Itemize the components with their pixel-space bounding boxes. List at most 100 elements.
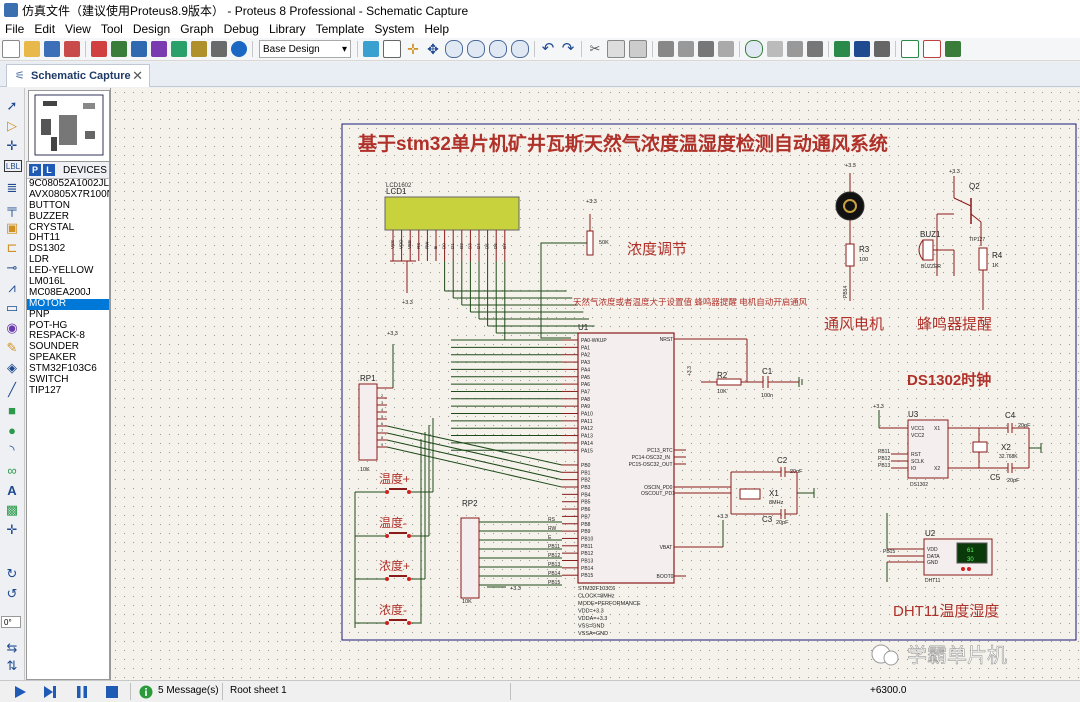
bus-icon[interactable]: ╤ [7, 200, 17, 216]
origin-icon[interactable]: ✛ [407, 41, 419, 57]
marker-icon[interactable]: ✛ [6, 522, 18, 537]
menu-design[interactable]: Design [132, 22, 171, 36]
menu-debug[interactable]: Debug [223, 22, 259, 36]
schematic-canvas[interactable]: 基于stm32单片机矿井瓦斯天然气浓度温湿度检测自动通风系统 LCD1602 L… [110, 88, 1080, 680]
device-list-item[interactable]: SOUNDER [29, 342, 80, 353]
device-list-item[interactable]: CRYSTAL [29, 222, 75, 233]
zoom-out-icon[interactable] [467, 40, 485, 58]
mirror-y-icon[interactable]: ⇅ [6, 658, 18, 673]
device-list-item[interactable]: MOTOR [27, 298, 109, 310]
property-assignment-icon[interactable] [874, 41, 890, 57]
block-delete-icon[interactable] [718, 41, 734, 57]
wire-autorouter-icon[interactable] [834, 41, 850, 57]
import-icon[interactable] [64, 41, 80, 57]
play-icon[interactable] [13, 685, 27, 699]
menu-template[interactable]: Template [315, 22, 365, 36]
block-copy-icon[interactable] [658, 41, 674, 57]
selection-mode-icon[interactable]: ➚ [6, 98, 18, 113]
junction-dot-icon[interactable]: ✛ [6, 138, 18, 153]
arc-icon[interactable]: ◝ [9, 442, 15, 457]
device-list-item[interactable]: RESPACK-8 [29, 331, 85, 342]
block-rotate-icon[interactable] [698, 41, 714, 57]
rotate-cw-icon[interactable]: ↻ [6, 566, 18, 581]
box-icon[interactable]: ■ [8, 402, 16, 418]
pick-library-button[interactable]: P [29, 164, 41, 176]
rotate-ccw-icon[interactable]: ↺ [6, 586, 18, 601]
zoom-in-icon[interactable] [445, 40, 463, 58]
virtual-instrument-icon[interactable]: ◈ [7, 360, 17, 375]
cut-icon[interactable]: ✂ [589, 41, 601, 56]
zoom-area-icon[interactable] [511, 40, 529, 58]
menu-file[interactable]: File [5, 22, 25, 36]
home-icon[interactable] [91, 41, 107, 57]
device-list-item[interactable]: BUZZER [29, 211, 69, 222]
gerber-icon[interactable] [151, 41, 167, 57]
zoom-all-icon[interactable] [489, 40, 507, 58]
rotation-angle-field[interactable]: 0° [1, 616, 21, 628]
block-move-icon[interactable] [678, 41, 694, 57]
close-icon[interactable]: ✕ [132, 68, 143, 83]
symbol-icon[interactable]: ▩ [5, 502, 19, 517]
netlist-icon[interactable] [945, 41, 961, 57]
wire-label-icon[interactable]: LBL [4, 160, 22, 172]
device-list-item[interactable]: LED-YELLOW [29, 266, 94, 277]
device-list-item[interactable]: DS1302 [29, 244, 66, 255]
schematic-icon[interactable] [111, 41, 127, 57]
library-manager-button[interactable]: L [43, 164, 55, 176]
voltage-probe-icon[interactable]: ✎ [6, 340, 18, 355]
device-list-item[interactable]: STM32F103C6 [29, 364, 97, 375]
copy-icon[interactable] [607, 40, 625, 58]
3d-view-icon[interactable] [171, 41, 187, 57]
device-list-item[interactable]: LDR [29, 255, 50, 266]
make-device-icon[interactable] [767, 41, 783, 57]
path-icon[interactable]: ∞ [7, 462, 17, 478]
step-icon[interactable] [43, 685, 57, 699]
packaging-tool-icon[interactable] [787, 41, 803, 57]
menu-help[interactable]: Help [424, 22, 450, 36]
message-count[interactable]: 5 Message(s) [158, 685, 219, 696]
pan-icon[interactable]: ✥ [427, 41, 439, 57]
line-icon[interactable]: ╱ [8, 382, 16, 397]
menu-system[interactable]: System [374, 22, 415, 36]
mirror-x-icon[interactable]: ⇆ [6, 640, 18, 655]
pick-device-icon[interactable] [745, 40, 763, 58]
tab-schematic-capture[interactable]: ⚟ Schematic Capture ✕ [6, 64, 150, 87]
device-pin-icon[interactable]: ⊸ [6, 260, 18, 275]
new-file-icon[interactable] [2, 40, 20, 58]
decompose-icon[interactable] [807, 41, 823, 57]
pcb-icon[interactable] [131, 41, 147, 57]
remove-sheet-icon[interactable] [923, 40, 941, 58]
circle-icon[interactable]: ● [8, 422, 16, 438]
device-list-item[interactable]: MC08EA200J [29, 287, 91, 298]
menu-library[interactable]: Library [268, 22, 306, 36]
subcircuit-icon[interactable]: ▣ [5, 220, 19, 235]
menu-view[interactable]: View [65, 22, 91, 36]
tape-recorder-icon[interactable]: ▭ [5, 300, 19, 315]
device-list-item[interactable]: 9C08052A1002JLH [29, 179, 109, 189]
overview-window[interactable] [28, 90, 110, 162]
generator-icon[interactable]: ◉ [6, 320, 18, 335]
graph-icon[interactable]: ⩘ [8, 280, 16, 295]
device-list-item[interactable]: DHT11 [29, 233, 60, 244]
device-list-item[interactable]: POT-HG [29, 320, 68, 331]
menu-tool[interactable]: Tool [100, 22, 123, 36]
text-script-icon[interactable]: ≣ [6, 180, 18, 195]
stop-icon[interactable] [105, 685, 119, 699]
save-icon[interactable] [44, 41, 60, 57]
grid-icon[interactable] [383, 40, 401, 58]
search-tag-icon[interactable] [854, 41, 870, 57]
undo-icon[interactable]: ↶ [541, 40, 555, 57]
device-list-item[interactable]: AVX0805X7R100N [29, 189, 109, 200]
device-list-item[interactable]: BUTTON [29, 200, 70, 211]
redo-icon[interactable]: ↷ [561, 40, 575, 57]
open-folder-icon[interactable] [24, 41, 40, 57]
component-mode-icon[interactable]: ▷ [7, 118, 17, 133]
source-code-icon[interactable] [211, 41, 227, 57]
help-icon[interactable] [231, 41, 247, 57]
device-list-item[interactable]: LM016L [29, 277, 66, 288]
text-icon[interactable]: A [7, 482, 17, 498]
paste-icon[interactable] [629, 40, 647, 58]
menu-graph[interactable]: Graph [180, 22, 214, 36]
refresh-icon[interactable] [363, 41, 379, 57]
terminal-icon[interactable]: ⊏ [6, 240, 18, 255]
